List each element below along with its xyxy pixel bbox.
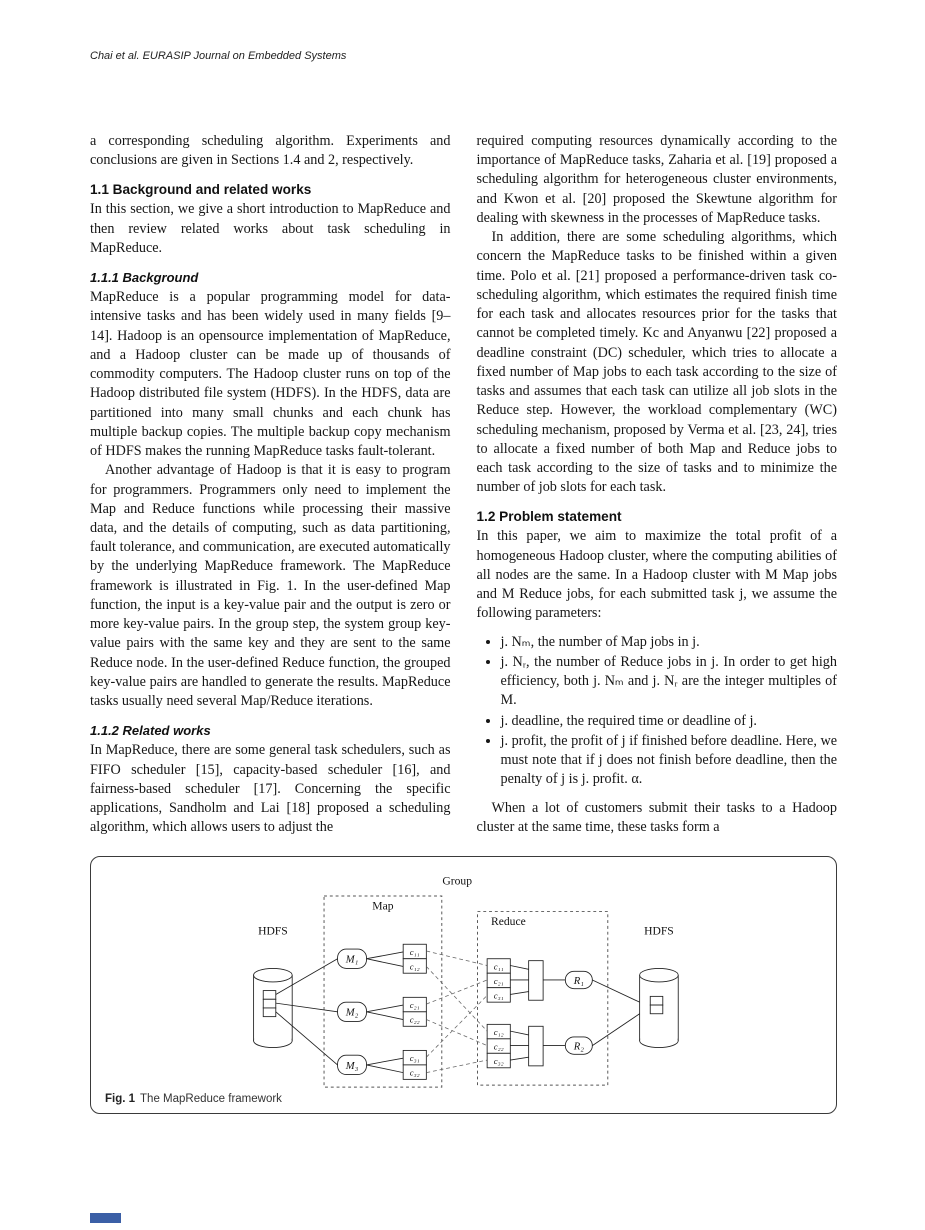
- svg-text:c₂₂: c₂₂: [410, 1014, 420, 1024]
- svg-text:c₂₁: c₂₁: [410, 999, 420, 1009]
- reduce-node-r2: R₂: [564, 1035, 593, 1055]
- reduce-group-1: c₁₁ c₂₁ c₃₁: [486, 957, 511, 1003]
- edge-r1-hdfs: [592, 979, 640, 1003]
- reduce-group-2: c₁₂ c₂₂ c₃₂: [486, 1023, 511, 1068]
- mapreduce-diagram: Group Map Reduce HDFS HDFS: [253, 874, 679, 1088]
- hdfs-right-cylinder: [639, 967, 679, 1048]
- map-chunk-c11: c₁₁: [402, 943, 427, 959]
- section-1-1-2-paragraph-1: In MapReduce, there are some general tas…: [90, 742, 451, 836]
- left-column: a corresponding scheduling algorithm. Ex…: [90, 132, 451, 838]
- list-item: j. Nₘ, the number of Map jobs in j.: [501, 633, 838, 652]
- edge-hdfs-m1: [275, 957, 338, 995]
- section-heading-1-1-1: 1.1.1 Background: [90, 270, 199, 286]
- group-stage-label: Group: [442, 874, 472, 887]
- figure-caption: Fig. 1 The MapReduce framework: [105, 1093, 824, 1105]
- figure-caption-text: The MapReduce framework: [140, 1092, 282, 1105]
- edge-g1-c: [510, 990, 529, 995]
- svg-text:c₂₂: c₂₂: [494, 1041, 504, 1051]
- footer-mark: [90, 1213, 121, 1223]
- related-works-paragraph-2: In addition, there are some scheduling a…: [476, 229, 838, 496]
- map-stage-box: [323, 895, 443, 1088]
- section-1-2-paragraph-2: When a lot of customers submit their tas…: [476, 799, 838, 835]
- section-1-1-1-paragraph-1: MapReduce is a popular programming model…: [90, 289, 451, 460]
- figure-1: Group Map Reduce HDFS HDFS: [90, 855, 837, 1114]
- map-node-m2: M₂: [337, 1001, 367, 1022]
- reduce-node-r1: R₁: [564, 970, 593, 989]
- svg-text:c₃₂: c₃₂: [410, 1067, 420, 1077]
- list-item: j. deadline, the required time or deadli…: [501, 712, 838, 731]
- svg-text:c₁₂: c₁₂: [410, 961, 420, 971]
- section-1-1-1-paragraph-2: Another advantage of Hadoop is that it i…: [90, 462, 451, 710]
- shuffle-c22: [426, 1018, 488, 1046]
- parameter-list: j. Nₘ, the number of Map jobs in j. j. N…: [481, 633, 838, 790]
- section-1-1-paragraph: In this section, we give a short introdu…: [90, 201, 451, 256]
- map-chunk-c22: c₂₂: [402, 1010, 427, 1027]
- edge-m2-c22: [366, 1010, 404, 1020]
- section-heading-1-1-2: 1.1.2 Related works: [90, 723, 211, 739]
- shuffle-c11: [426, 950, 488, 966]
- edge-m3-c32: [366, 1063, 404, 1073]
- map-chunk-c21: c₂₁: [402, 996, 427, 1012]
- map-chunk-c32: c₃₂: [402, 1063, 427, 1080]
- svg-text:c₁₁: c₁₁: [494, 961, 504, 971]
- list-item: j. profit, the profit of j if finished b…: [501, 732, 838, 790]
- svg-text:R₁: R₁: [573, 975, 584, 986]
- svg-text:c₃₂: c₃₂: [494, 1055, 504, 1065]
- svg-text:R₂: R₂: [573, 1041, 584, 1052]
- running-header: Chai et al. EURASIP Journal on Embedded …: [90, 50, 347, 62]
- map-node-m3: M₃: [337, 1054, 367, 1075]
- edge-r2-hdfs: [592, 1012, 640, 1046]
- edge-g2-a: [510, 1030, 529, 1035]
- two-column-body: a corresponding scheduling algorithm. Ex…: [90, 132, 837, 838]
- svg-text:c₁₁: c₁₁: [410, 946, 420, 956]
- svg-text:c₃₁: c₃₁: [494, 990, 504, 1000]
- edge-hdfs-m3: [275, 1010, 338, 1065]
- edge-m1-c11: [366, 951, 404, 959]
- svg-text:M₁: M₁: [345, 954, 359, 965]
- section-1-2-paragraph-1: In this paper, we aim to maximize the to…: [476, 528, 838, 622]
- svg-text:c₂₁: c₂₁: [494, 975, 504, 985]
- merge-box-1: [528, 959, 544, 1001]
- hdfs-right-label: HDFS: [644, 924, 674, 937]
- hdfs-left-cylinder: [253, 967, 293, 1048]
- shuffle-c31: [426, 994, 488, 1057]
- edge-m1-c12: [366, 957, 404, 967]
- merge-box-2: [528, 1025, 544, 1066]
- shuffle-c12: [426, 965, 488, 1031]
- map-chunk-c12: c₁₂: [402, 957, 427, 974]
- edge-m3-c31: [366, 1057, 404, 1065]
- shuffle-c32: [426, 1059, 488, 1073]
- shuffle-c21: [426, 979, 488, 1004]
- section-heading-1-2: 1.2 Problem statement: [476, 509, 622, 525]
- section-heading-1-1: 1.1 Background and related works: [90, 182, 312, 198]
- edge-m2-c21: [366, 1004, 404, 1012]
- right-column: required computing resources dynamically…: [477, 132, 838, 838]
- hdfs-left-label: HDFS: [258, 924, 288, 937]
- svg-text:c₁₂: c₁₂: [494, 1026, 504, 1036]
- figure-caption-label: Fig. 1: [105, 1092, 136, 1105]
- svg-text:M₃: M₃: [345, 1060, 359, 1071]
- svg-text:M₂: M₂: [345, 1007, 359, 1018]
- map-chunk-c31: c₃₁: [402, 1049, 427, 1065]
- map-stage-label: Map: [372, 899, 393, 912]
- map-node-m1: M₁: [337, 948, 367, 969]
- reduce-stage-label: Reduce: [491, 914, 526, 927]
- svg-text:c₃₁: c₃₁: [410, 1053, 420, 1063]
- paragraph-continuation-right: required computing resources dynamically…: [476, 133, 838, 226]
- reduce-stage-box: [477, 910, 609, 1086]
- edge-hdfs-m2: [275, 1002, 338, 1012]
- edge-g2-c: [510, 1056, 529, 1060]
- paragraph-continuation: a corresponding scheduling algorithm. Ex…: [90, 133, 451, 169]
- edge-g1-a: [510, 964, 529, 970]
- list-item: j. Nᵣ, the number of Reduce jobs in j. I…: [501, 653, 838, 711]
